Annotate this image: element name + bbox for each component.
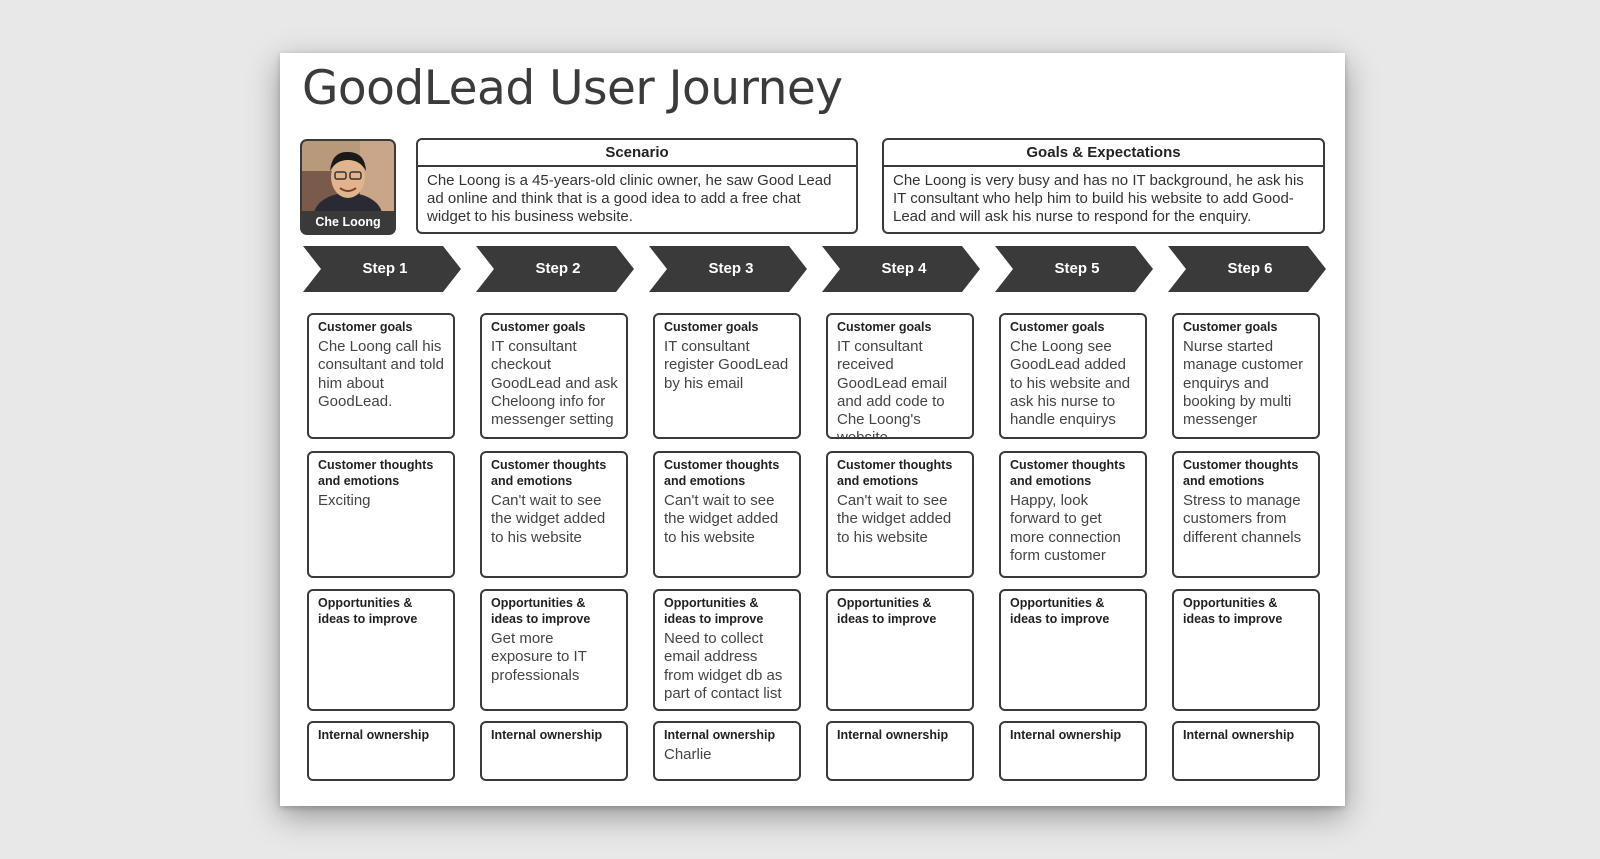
goals-text: IT consultant register GoodLead by his e…	[664, 338, 789, 392]
step-4-goals-card: Customer goals IT consultant received Goo…	[826, 313, 974, 439]
opportunities-heading: Opportunities & ideas to improve	[837, 596, 937, 626]
goals-heading: Customer goals	[1183, 320, 1278, 334]
thoughts-heading: Customer thoughts and emotions	[491, 458, 607, 488]
ownership-heading: Internal ownership	[491, 728, 603, 742]
thoughts-text: Stress to manage customers from differen…	[1183, 492, 1302, 546]
step-1-ownership-card: Internal ownership	[307, 721, 455, 781]
goals-heading: Goals & Expectations	[884, 140, 1323, 167]
thoughts-text: Can't wait to see the widget added to hi…	[491, 492, 606, 546]
opportunities-heading: Opportunities & ideas to improve	[1010, 596, 1110, 626]
step-chevron-5	[995, 246, 1153, 292]
journey-map-sheet: GoodLead User Journey Che Loong Scenario…	[280, 53, 1345, 806]
step-chevron-4	[822, 246, 980, 292]
step-4-ownership-card: Internal ownership	[826, 721, 974, 781]
ownership-text: Charlie	[664, 746, 712, 763]
goals-box: Goals & Expectations Che Loong is very b…	[882, 138, 1325, 234]
ownership-heading: Internal ownership	[1010, 728, 1122, 742]
opportunities-heading: Opportunities & ideas to improve	[664, 596, 764, 626]
goals-text: Che Loong is very busy and has no IT bac…	[893, 172, 1304, 225]
thoughts-text: Can't wait to see the widget added to hi…	[664, 492, 779, 546]
person-photo-icon	[302, 141, 394, 211]
step-5-opportunities-card: Opportunities & ideas to improve	[999, 589, 1147, 711]
ownership-heading: Internal ownership	[837, 728, 949, 742]
thoughts-heading: Customer thoughts and emotions	[1183, 458, 1299, 488]
step-5-ownership-card: Internal ownership	[999, 721, 1147, 781]
ownership-heading: Internal ownership	[1183, 728, 1295, 742]
opportunities-text: Need to collect email address from widge…	[664, 630, 783, 702]
goals-heading: Customer goals	[318, 320, 413, 334]
goals-text: IT consultant checkout GoodLead and ask …	[491, 338, 618, 429]
step-label-2: Step 2	[535, 260, 581, 277]
goals-text: IT consultant received GoodLead email an…	[837, 338, 948, 439]
ownership-heading: Internal ownership	[318, 728, 430, 742]
step-chevron-3	[649, 246, 807, 292]
step-chevron-1	[303, 246, 461, 292]
goals-text: Nurse started manage customer enquirys a…	[1183, 338, 1304, 429]
opportunities-text: Get more exposure to IT professionals	[491, 630, 587, 684]
step-4-opportunities-card: Opportunities & ideas to improve	[826, 589, 974, 711]
thoughts-heading: Customer thoughts and emotions	[1010, 458, 1126, 488]
scenario-heading: Scenario	[418, 140, 856, 167]
goals-text: Che Loong call his consultant and told h…	[318, 338, 444, 410]
goals-text: Che Loong see GoodLead added to his webs…	[1010, 338, 1131, 429]
goals-heading: Customer goals	[837, 320, 932, 334]
opportunities-heading: Opportunities & ideas to improve	[1183, 596, 1283, 626]
step-2-goals-card: Customer goals IT consultant checkout Goo…	[480, 313, 628, 439]
thoughts-text: Happy, look forward to get more connecti…	[1010, 492, 1121, 564]
scenario-text: Che Loong is a 45-years-old clinic owner…	[427, 172, 832, 225]
opportunities-heading: Opportunities & ideas to improve	[318, 596, 418, 626]
thoughts-heading: Customer thoughts and emotions	[318, 458, 434, 488]
thoughts-text: Exciting	[318, 492, 371, 509]
goals-heading: Customer goals	[491, 320, 586, 334]
thoughts-text: Can't wait to see the widget added to hi…	[837, 492, 952, 546]
step-label-6: Step 6	[1227, 260, 1273, 277]
step-2-ownership-card: Internal ownership	[480, 721, 628, 781]
goals-heading: Customer goals	[664, 320, 759, 334]
step-label-5: Step 5	[1054, 260, 1100, 277]
goals-heading: Customer goals	[1010, 320, 1105, 334]
persona-card: Che Loong	[300, 139, 396, 235]
ownership-heading: Internal ownership	[664, 728, 776, 742]
step-chevron-2	[476, 246, 634, 292]
page-title: GoodLead User Journey	[302, 61, 843, 116]
thoughts-heading: Customer thoughts and emotions	[664, 458, 780, 488]
chevron-row	[303, 246, 1326, 292]
thoughts-heading: Customer thoughts and emotions	[837, 458, 953, 488]
step-chevron-6	[1168, 246, 1326, 292]
persona-name: Che Loong	[315, 215, 381, 229]
step-label-1: Step 1	[362, 260, 408, 277]
step-label-4: Step 4	[881, 260, 927, 277]
step-6-ownership-card: Internal ownership	[1172, 721, 1320, 781]
scenario-box: Scenario Che Loong is a 45-years-old cli…	[416, 138, 858, 234]
step-label-3: Step 3	[708, 260, 754, 277]
step-6-opportunities-card: Opportunities & ideas to improve	[1172, 589, 1320, 711]
step-3-goals-card: Customer goals IT consultant register Goo…	[653, 313, 801, 439]
opportunities-heading: Opportunities & ideas to improve	[491, 596, 591, 626]
step-1-opportunities-card: Opportunities & ideas to improve	[307, 589, 455, 711]
